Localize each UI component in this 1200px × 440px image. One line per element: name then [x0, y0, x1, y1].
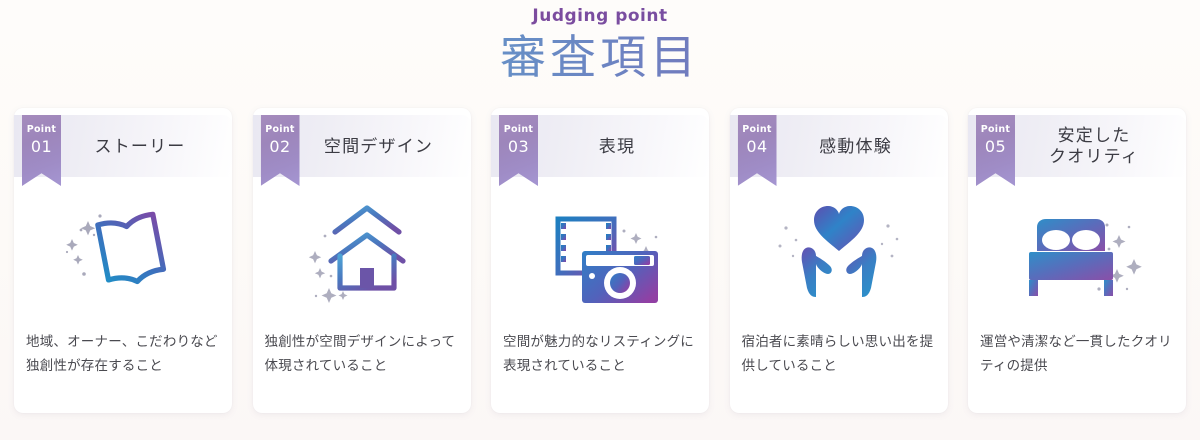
hands-holding-heart-icon [778, 206, 898, 297]
card-description: 宿泊者に素晴らしい思い出を提供していること [741, 334, 934, 373]
point-number: 02 [269, 137, 291, 156]
criteria-card[interactable]: 表現 Point 03 [491, 108, 709, 413]
house-icon [308, 205, 406, 303]
open-book-icon [65, 211, 167, 285]
criteria-card[interactable]: 空間デザイン Point 02 [252, 108, 471, 413]
point-label: Point [980, 124, 1011, 135]
card-title: 安定した クオリティ [1049, 126, 1139, 166]
point-number: 04 [746, 137, 768, 156]
criteria-card[interactable]: ストーリー Point 01 [14, 108, 232, 413]
card-icon-area [253, 186, 471, 318]
bed-icon [1029, 219, 1142, 296]
point-label: Point [503, 124, 534, 135]
section-eyebrow: Judging point [0, 2, 1200, 26]
point-number: 03 [507, 137, 530, 156]
point-label: Point [26, 124, 57, 135]
page-title: 審査項目 [0, 30, 1200, 86]
point-label: Point [265, 124, 295, 135]
point-label: Point [742, 124, 772, 135]
card-icon-area [491, 186, 709, 318]
card-description: 運営や清潔など一貫したクオリティの提供 [980, 334, 1172, 373]
criteria-card[interactable]: 安定した クオリティ Point 05 [968, 108, 1186, 413]
section-heading: Judging point 審査項目 [0, 0, 1200, 86]
point-number: 05 [984, 137, 1007, 156]
card-title: 表現 [598, 136, 636, 156]
criteria-card-list: ストーリー Point 01 [0, 108, 1200, 413]
card-title: 空間デザイン [323, 136, 434, 156]
card-title: 感動体験 [819, 136, 892, 156]
point-ribbon: Point 04 [737, 115, 777, 186]
film-camera-icon [555, 216, 658, 303]
card-icon-area [14, 186, 232, 318]
card-description: 空間が魅力的なリスティングに表現されていること [503, 334, 694, 373]
point-ribbon: Point 05 [976, 115, 1015, 186]
card-icon-area [968, 186, 1186, 318]
card-description: 地域、オーナー、こだわりなど独創性が存在すること [26, 334, 218, 373]
card-icon-area [730, 186, 948, 318]
point-number: 01 [30, 137, 53, 156]
card-description: 独創性が空間デザインによって体現されていること [264, 334, 456, 373]
card-title: ストーリー [94, 136, 186, 156]
criteria-card[interactable]: 感動体験 Point 04 [729, 108, 948, 413]
point-ribbon: Point 03 [499, 115, 538, 186]
